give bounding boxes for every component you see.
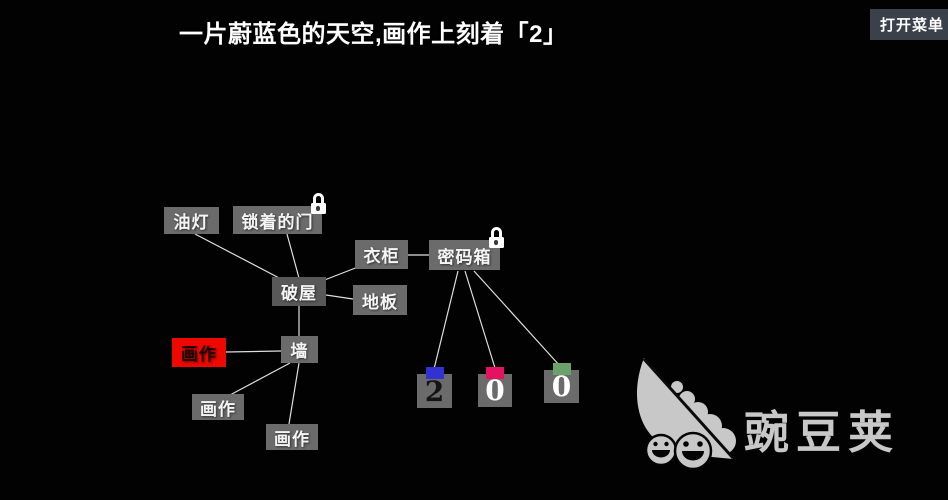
connector-tab [552,363,571,375]
edge-line [321,266,359,282]
peapod-logo-icon [636,357,736,471]
node-code-box[interactable]: 密码箱 [429,227,504,270]
node-oil-lamp[interactable]: 油灯 [164,207,219,234]
node-label: 油灯 [173,213,210,232]
node-label: 画作 [200,399,236,419]
node-label: 画作 [181,345,217,364]
edge-line [473,270,561,367]
edge-line [225,350,282,353]
watermark-brand-text: 豌豆荚 [744,407,901,458]
edge-line [325,294,354,300]
scene-description: 一片蔚蓝色的天空,画作上刻着「2」 [179,21,568,48]
node-floor[interactable]: 地板 [353,285,407,315]
digit-label: 2 [424,374,445,408]
node-label: 墙 [290,342,309,361]
edge-line [229,362,291,396]
node-locked-door[interactable]: 锁着的门 [233,193,326,234]
node-label: 衣柜 [363,247,400,266]
lock-icon [310,193,327,214]
open-menu-button[interactable]: 打开菜单 [869,9,948,40]
node-digit-blue[interactable]: 2 [417,367,452,408]
node-painting-3[interactable]: 画作 [266,424,318,450]
edge-line [194,233,284,281]
edge-line [288,362,300,425]
node-digit-pink[interactable]: 0 [478,367,512,407]
node-painting-2[interactable]: 画作 [192,394,244,420]
edge-line [433,270,459,370]
node-label: 破屋 [281,284,317,303]
node-wardrobe[interactable]: 衣柜 [355,240,408,269]
node-label: 密码箱 [437,247,492,267]
node-digit-green[interactable]: 0 [544,363,579,403]
digit-label: 0 [485,374,505,407]
node-label: 地板 [362,292,398,312]
edge-line [464,270,496,369]
connector-tab [425,367,444,379]
edge-line [286,233,300,279]
node-label: 锁着的门 [241,212,314,232]
lock-icon [488,227,505,248]
connector-tab [486,367,504,379]
node-label: 画作 [274,429,310,449]
node-painting-red[interactable]: 画作 [172,338,226,367]
digit-label: 0 [551,370,572,403]
node-wall[interactable]: 墙 [281,336,318,363]
node-broken-house[interactable]: 破屋 [272,277,326,306]
